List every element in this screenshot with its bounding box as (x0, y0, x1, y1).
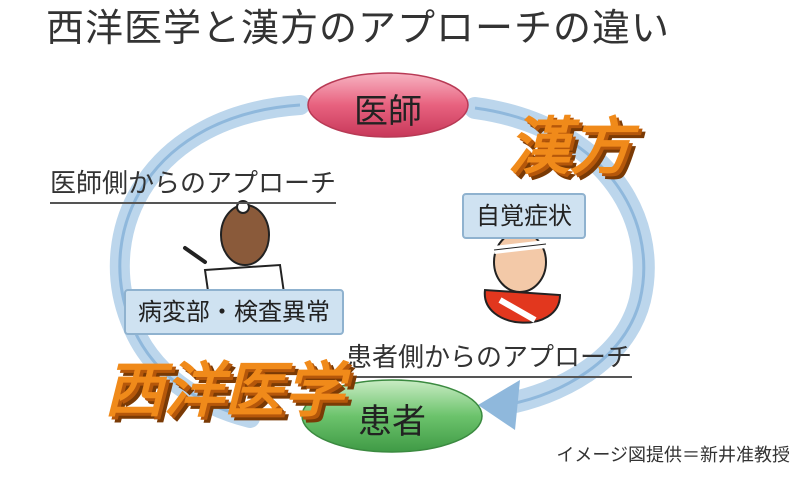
image-credit: イメージ図提供＝新井准教授 (556, 445, 790, 466)
patient-ellipse (301, 379, 483, 453)
subjective-symptoms-box: 自覚症状 (462, 193, 586, 239)
western-medicine-badge: 西洋医学 (104, 356, 344, 426)
arrowhead-icon (478, 380, 520, 430)
doctor-ellipse (307, 72, 469, 138)
patient-approach-label: 患者側からのアプローチ (346, 342, 633, 378)
kampo-badge: 漢方 (508, 110, 633, 183)
doctor-node-label: 医師 (354, 92, 422, 132)
lesion-abnormal-box: 病変部・検査異常 (124, 289, 344, 335)
patient-node-label: 患者 (358, 402, 426, 442)
doctor-approach-label: 医師側からのアプローチ (50, 168, 337, 204)
patient-figure-icon (483, 231, 562, 324)
page-title: 西洋医学と漢方のアプローチの違い (46, 6, 671, 50)
